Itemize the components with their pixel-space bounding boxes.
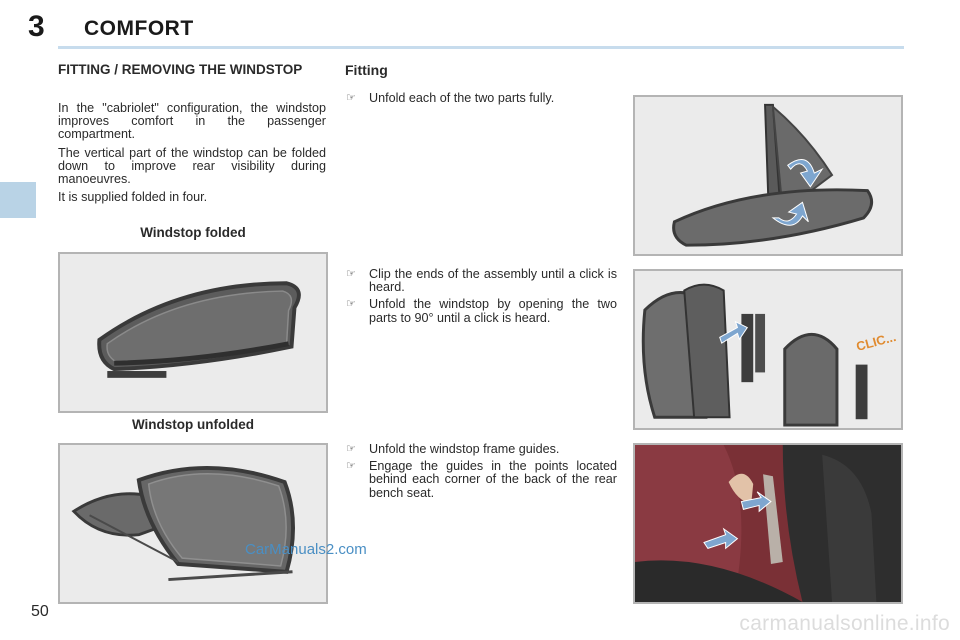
intro-paragraph: In the "cabriolet" configuration, the wi…	[58, 101, 326, 142]
pointing-hand-icon: ☞	[346, 460, 356, 473]
carmanuals-watermark: CarManuals2.com	[245, 541, 367, 558]
step-text: Clip the ends of the assembly until a cl…	[369, 267, 617, 295]
fitting-steps-3: ☞ Unfold the windstop frame guides. ☞ Enga…	[345, 442, 617, 504]
windstop-folded-image	[58, 252, 328, 413]
fitting-step: ☞ Unfold the windstop frame guides.	[345, 442, 617, 456]
clic-label: CLIC...	[855, 329, 898, 354]
header-rule	[58, 46, 904, 49]
fitting-unfold-image	[633, 95, 903, 256]
step-text: Unfold the windstop frame guides.	[369, 442, 560, 456]
chapter-number: 3	[28, 10, 45, 43]
step-text: Unfold each of the two parts fully.	[369, 91, 555, 105]
fitting-heading: Fitting	[345, 62, 388, 78]
step-text: Unfold the windstop by opening the two p…	[369, 297, 617, 325]
fitting-step: ☞ Unfold each of the two parts fully.	[345, 91, 617, 105]
pointing-hand-icon: ☞	[346, 443, 356, 455]
fitting-steps-2: ☞ Clip the ends of the assembly until a c…	[345, 267, 617, 329]
caption-windstop-unfolded: Windstop unfolded	[131, 417, 255, 432]
step-text: Engage the guides in the points located …	[369, 459, 617, 500]
fitting-step: ☞ Unfold the windstop by opening the two …	[345, 297, 617, 325]
windstop-unfolded-image	[58, 443, 328, 604]
site-watermark: carmanualsonline.info	[739, 612, 950, 635]
section-title: FITTING / REMOVING THE WINDSTOP	[58, 62, 303, 77]
fitting-guides-image	[633, 443, 903, 604]
intro-paragraph: It is supplied folded in four.	[58, 190, 208, 205]
intro-text: In the "cabriolet" configuration, the wi…	[58, 101, 326, 209]
fitting-steps-1: ☞ Unfold each of the two parts fully.	[345, 91, 617, 109]
fitting-clip-image: CLIC...	[633, 269, 903, 430]
fitting-step: ☞ Clip the ends of the assembly until a c…	[345, 267, 617, 295]
chapter-title: COMFORT	[84, 17, 194, 40]
pointing-hand-icon: ☞	[346, 268, 356, 280]
caption-windstop-folded: Windstop folded	[140, 225, 246, 240]
pointing-hand-icon: ☞	[346, 92, 356, 104]
fitting-step: ☞ Engage the guides in the points located…	[345, 460, 617, 500]
intro-paragraph: The vertical part of the windstop can be…	[58, 145, 326, 187]
chapter-side-tab	[0, 182, 36, 218]
pointing-hand-icon: ☞	[346, 298, 356, 311]
page-number: 50	[31, 603, 49, 620]
